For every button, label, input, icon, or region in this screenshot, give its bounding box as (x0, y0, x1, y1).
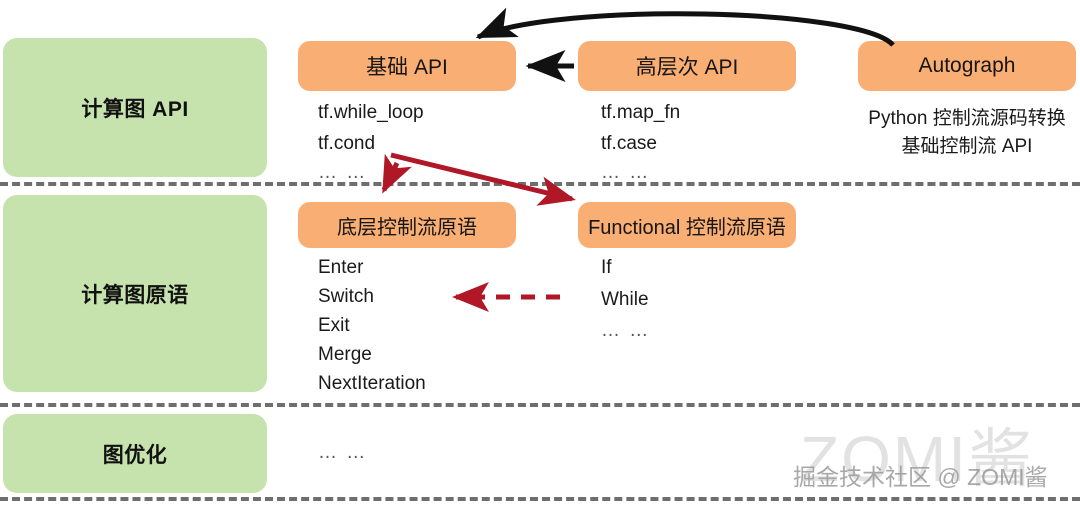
box-label: Autograph (918, 54, 1016, 77)
basic-api-item-2: … … (318, 162, 368, 183)
layer-label-graph-api: 计算图 API (3, 38, 267, 177)
high-level-api-item-1: tf.case (601, 133, 657, 154)
high-level-api-item-0: tf.map_fn (601, 102, 681, 123)
divider-line-1 (0, 182, 1080, 186)
layer-label-graph-primitives: 计算图原语 (3, 195, 267, 392)
divider-line-3 (0, 497, 1080, 501)
low-level-primitive-item-4: NextIteration (318, 373, 426, 394)
low-level-primitive-item-3: Merge (318, 344, 372, 365)
low-level-primitive-item-2: Exit (318, 315, 350, 336)
box-label: 底层控制流原语 (337, 216, 477, 239)
layer-label-text: 计算图原语 (81, 283, 189, 307)
box-label: 基础 API (366, 56, 448, 79)
low-level-primitive-item-0: Enter (318, 257, 364, 278)
basic-api-item-1: tf.cond (318, 133, 376, 154)
autograph-caption-line-0: Python 控制流源码转换 (868, 108, 1066, 129)
basic-api-item-0: tf.while_loop (318, 102, 424, 123)
watermark-large: ZOMI酱 (800, 423, 1034, 495)
box-autograph[interactable]: Autograph (858, 41, 1076, 91)
functional-primitive-item-1: While (601, 289, 649, 310)
low-level-primitive-item-1: Switch (318, 286, 374, 307)
box-functional-primitives[interactable]: Functional 控制流原语 (578, 202, 796, 248)
box-label: 高层次 API (635, 56, 739, 79)
autograph-caption-line-1: 基础控制流 API (901, 136, 1033, 157)
watermark-text: 掘金技术社区 @ ZOMI酱 (793, 464, 1048, 490)
layer-label-graph-optimization: 图优化 (3, 414, 267, 493)
divider-line-2 (0, 403, 1080, 407)
layer-label-text: 图优化 (102, 443, 168, 467)
arrow-basicapi-to-functional (390, 152, 576, 206)
box-high-level-api[interactable]: 高层次 API (578, 41, 796, 91)
functional-primitive-item-2: … … (601, 320, 651, 341)
box-basic-api[interactable]: 基础 API (298, 41, 516, 91)
high-level-api-item-2: … … (601, 162, 651, 183)
box-label: Functional 控制流原语 (588, 216, 786, 239)
box-low-level-primitives[interactable]: 底层控制流原语 (298, 202, 516, 248)
functional-primitive-item-0: If (601, 257, 612, 278)
layer-label-text: 计算图 API (81, 97, 189, 121)
graph-optimization-item-0: … … (318, 442, 368, 463)
